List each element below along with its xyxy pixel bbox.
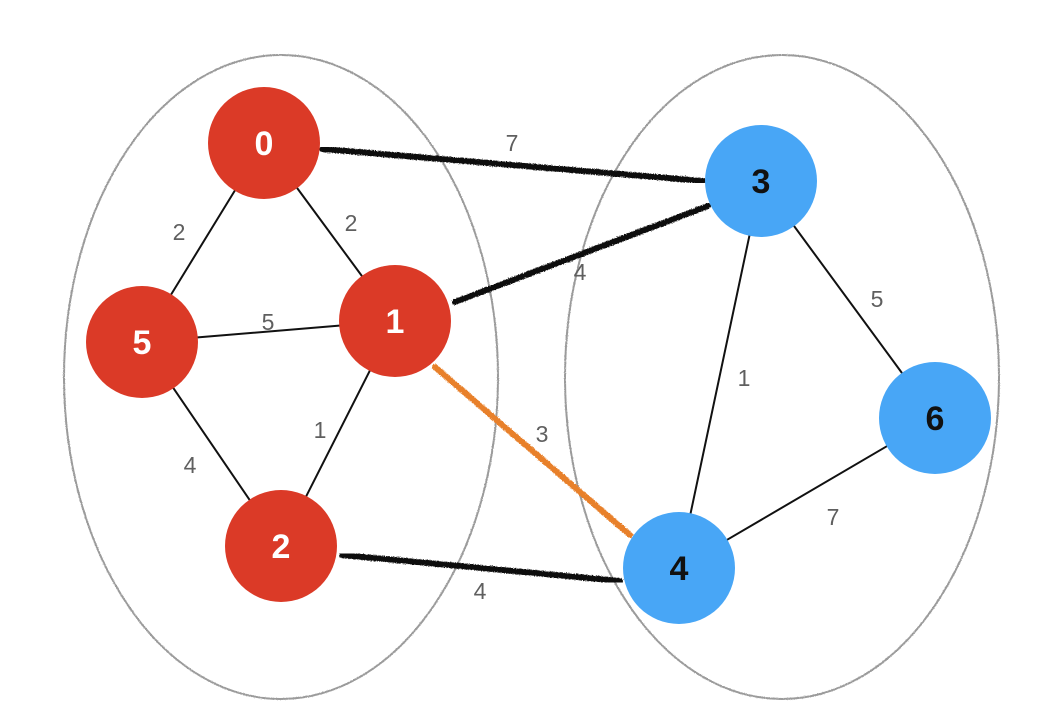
- edge-weight-4-6: 7: [827, 504, 840, 530]
- node-3-label: 3: [752, 163, 771, 201]
- nodes-layer: 0 1 2 5 3 4 6: [86, 87, 991, 624]
- edge-weight-1-4: 3: [536, 421, 549, 447]
- edge-weight-1-2: 1: [314, 417, 327, 443]
- edge-3-4: [689, 234, 751, 515]
- node-5: 5: [86, 286, 198, 398]
- edge-weight-2-4: 4: [474, 578, 487, 604]
- node-4: 4: [623, 512, 735, 624]
- partition-right-outline: [564, 54, 1000, 700]
- node-6: 6: [879, 362, 991, 474]
- edge-weight-0-1: 2: [345, 210, 358, 236]
- partitions-layer: [63, 54, 1000, 700]
- edge-weights-layer: 2 2 5 4 1 1 5 7 7 4 4 3: [173, 130, 884, 604]
- node-1: 1: [339, 265, 451, 377]
- edge-2-4-cut: [339, 552, 623, 584]
- edge-weight-0-5: 2: [173, 219, 186, 245]
- node-0: 0: [208, 87, 320, 199]
- node-2-label: 2: [272, 528, 291, 566]
- node-2-circle: [225, 490, 337, 602]
- edge-weight-3-4: 1: [738, 365, 751, 391]
- partition-left-outline: [63, 54, 499, 700]
- edges-layer: [170, 146, 903, 584]
- node-1-circle: [339, 265, 451, 377]
- edge-weight-0-3: 7: [506, 130, 519, 156]
- node-4-circle: [623, 512, 735, 624]
- edge-4-6: [726, 445, 888, 541]
- edge-1-3-cut: [452, 203, 711, 305]
- node-1-label: 1: [386, 303, 405, 341]
- edge-0-1: [296, 187, 363, 277]
- node-3: 3: [705, 125, 817, 237]
- edge-0-5: [170, 189, 236, 296]
- edge-weight-5-1: 5: [262, 309, 275, 335]
- node-6-label: 6: [926, 400, 945, 438]
- edge-weight-3-6: 5: [871, 286, 884, 312]
- edge-1-2: [305, 369, 371, 498]
- edge-weight-5-2: 4: [184, 452, 197, 478]
- edge-5-2: [172, 387, 251, 501]
- node-6-circle: [879, 362, 991, 474]
- node-2: 2: [225, 490, 337, 602]
- edge-weight-1-3: 4: [574, 259, 587, 285]
- node-4-label: 4: [670, 550, 689, 588]
- node-0-label: 0: [255, 125, 274, 163]
- node-5-circle: [86, 286, 198, 398]
- edge-1-4-highlight: [432, 364, 633, 538]
- edge-3-6: [793, 225, 903, 374]
- edge-0-3-cut: [319, 146, 706, 184]
- node-3-circle: [705, 125, 817, 237]
- node-5-label: 5: [133, 324, 152, 362]
- edge-5-1: [196, 324, 341, 339]
- node-0-circle: [208, 87, 320, 199]
